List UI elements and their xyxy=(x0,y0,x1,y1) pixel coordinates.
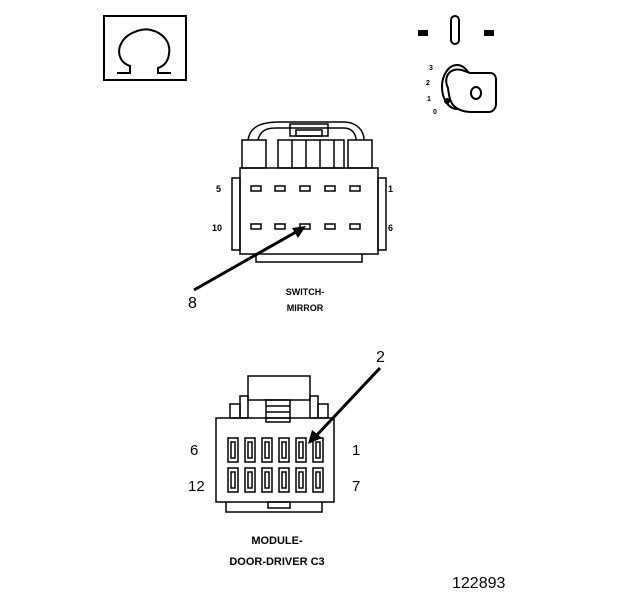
module-pin-label-12: 12 xyxy=(188,478,205,495)
key-position-2: 2 xyxy=(426,80,430,87)
switch-pin-label-10: 10 xyxy=(212,223,222,233)
module-caption-line1: MODULE- xyxy=(251,535,303,547)
switch-pin-label-5: 5 xyxy=(216,184,221,194)
key-position-1: 1 xyxy=(427,96,431,103)
switch-caption-line1: SWITCH- xyxy=(286,287,325,297)
callout-label-2: 2 xyxy=(376,349,385,366)
callout-arrow-8 xyxy=(193,226,306,292)
callout-arrow-2 xyxy=(308,366,382,444)
callout-label-8: 8 xyxy=(188,295,197,312)
ignition-key-icon: 3 2 1 0 xyxy=(418,15,497,116)
module-pin-label-7: 7 xyxy=(352,478,360,495)
module-caption-line2: DOOR-DRIVER C3 xyxy=(229,556,324,568)
module-pin-label-1: 1 xyxy=(352,442,360,459)
figure-number: 122893 xyxy=(452,575,505,592)
switch-pin-label-1: 1 xyxy=(388,184,393,194)
switch-caption-line2: MIRROR xyxy=(287,303,324,313)
switch-mirror-connector xyxy=(231,121,387,263)
switch-pin-label-6: 6 xyxy=(388,223,393,233)
module-door-driver-connector xyxy=(215,375,335,513)
module-pin-label-6: 6 xyxy=(190,442,198,459)
key-position-0: 0 xyxy=(433,109,437,116)
ohm-icon xyxy=(103,15,187,81)
key-position-3: 3 xyxy=(429,65,433,72)
